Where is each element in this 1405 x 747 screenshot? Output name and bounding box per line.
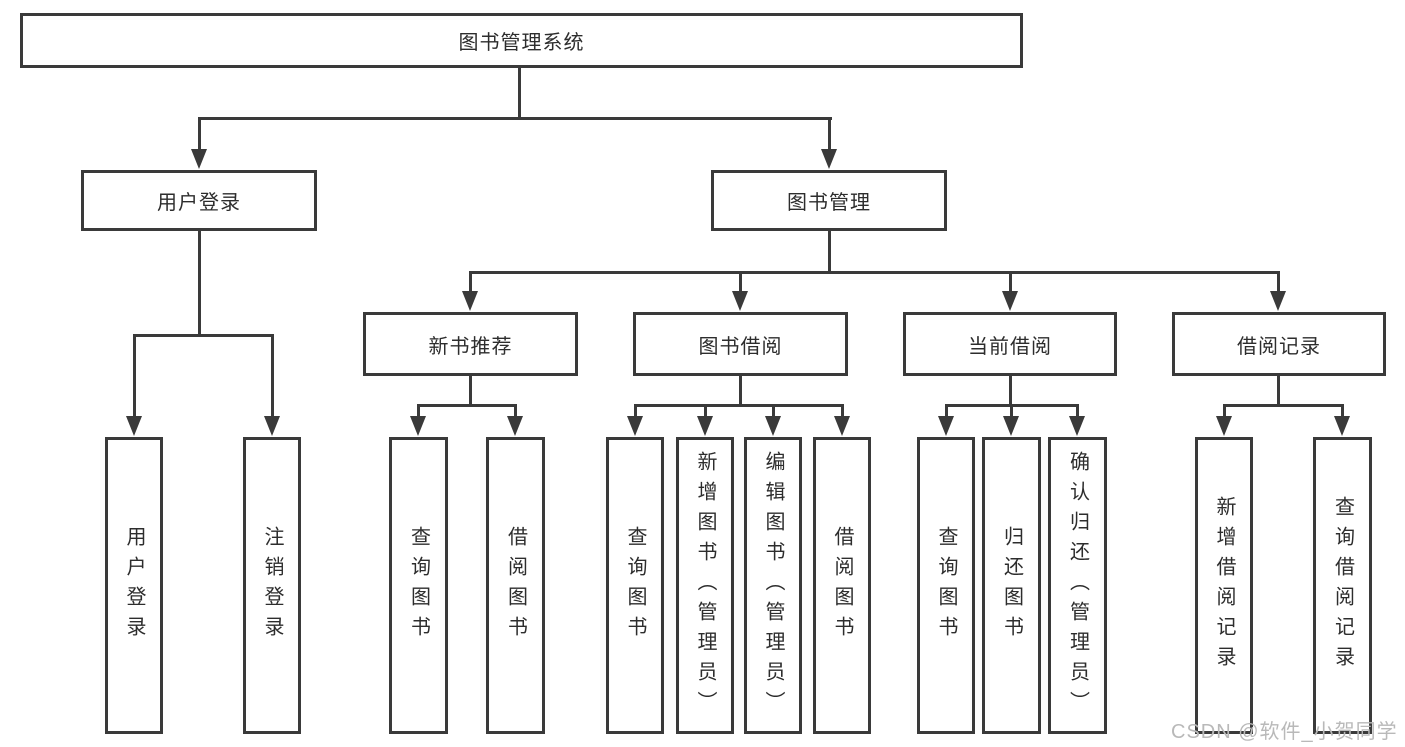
- edge-root-descender: [518, 67, 521, 119]
- leaf-return-book: 归还图书: [982, 437, 1041, 734]
- leaf-query-books: 查询图书: [389, 437, 448, 734]
- arrowhead-book-management: [821, 149, 837, 169]
- node-new-book-recommend: 新书推荐: [363, 312, 578, 376]
- node-user-login: 用户登录: [81, 170, 317, 231]
- arrowhead-records: [1270, 291, 1286, 311]
- arrowhead-borrowing: [732, 291, 748, 311]
- arrowhead-bor-leaf4: [834, 416, 850, 436]
- edge-drop-current: [1009, 271, 1012, 293]
- leaf-add-borrow-record: 新增借阅记录: [1195, 437, 1253, 734]
- leaf-query-books-2: 查询图书: [606, 437, 664, 734]
- arrowhead-leaf-logout: [264, 416, 280, 436]
- edge-recommend-descender: [469, 374, 472, 407]
- edge-drop-leaf-user-login: [133, 334, 136, 418]
- arrowhead-user-login: [191, 149, 207, 169]
- edge-drop-rec-leaf1: [417, 404, 420, 419]
- edge-drop-recd-leaf1: [1223, 404, 1226, 419]
- leaf-user-login: 用户登录: [105, 437, 163, 734]
- edge-level2-bus: [198, 117, 832, 120]
- leaf-borrow-books: 借阅图书: [486, 437, 545, 734]
- edge-drop-bor-leaf3: [772, 404, 775, 419]
- edge-records-bus: [1223, 404, 1344, 407]
- arrowhead-current: [1002, 291, 1018, 311]
- arrowhead-cur-leaf1: [938, 416, 954, 436]
- leaf-query-borrow-record: 查询借阅记录: [1313, 437, 1372, 734]
- arrowhead-bor-leaf3: [765, 416, 781, 436]
- arrowhead-recd-leaf1: [1216, 416, 1232, 436]
- edge-drop-recommend: [469, 271, 472, 293]
- leaf-add-book-admin: 新增图书（管理员）: [676, 437, 734, 734]
- arrowhead-recd-leaf2: [1334, 416, 1350, 436]
- edge-drop-rec-leaf2: [514, 404, 517, 419]
- edge-drop-borrowing: [739, 271, 742, 293]
- edge-drop-cur-leaf1: [945, 404, 948, 419]
- arrowhead-rec-leaf2: [507, 416, 523, 436]
- csdn-watermark: CSDN @软件_小贺同学: [1171, 721, 1398, 743]
- edge-drop-cur-leaf3: [1076, 404, 1079, 419]
- node-borrowing-records: 借阅记录: [1172, 312, 1386, 376]
- node-book-management: 图书管理: [711, 170, 947, 231]
- node-root-library-system: 图书管理系统: [20, 13, 1023, 68]
- arrowhead-bor-leaf2: [697, 416, 713, 436]
- edge-borrowing-descender: [739, 374, 742, 407]
- edge-drop-bor-leaf1: [634, 404, 637, 419]
- edge-drop-book-management: [828, 117, 831, 151]
- leaf-logout: 注销登录: [243, 437, 301, 734]
- edge-drop-bor-leaf2: [704, 404, 707, 419]
- node-current-borrowing: 当前借阅: [903, 312, 1117, 376]
- arrowhead-recommend: [462, 291, 478, 311]
- edge-level3-bus: [469, 271, 1280, 274]
- edge-drop-recd-leaf2: [1341, 404, 1344, 419]
- edge-drop-user-login: [198, 117, 201, 151]
- edge-book-management-descender: [828, 229, 831, 274]
- edge-recommend-bus: [417, 404, 517, 407]
- leaf-query-books-3: 查询图书: [917, 437, 975, 734]
- edge-drop-leaf-logout: [271, 334, 274, 418]
- arrowhead-bor-leaf1: [627, 416, 643, 436]
- edge-current-descender: [1009, 374, 1012, 407]
- arrowhead-rec-leaf1: [410, 416, 426, 436]
- leaf-confirm-return-admin: 确认归还（管理员）: [1048, 437, 1107, 734]
- edge-borrowing-bus: [634, 404, 844, 407]
- edge-drop-records: [1277, 271, 1280, 293]
- edge-records-descender: [1277, 374, 1280, 407]
- edge-drop-bor-leaf4: [841, 404, 844, 419]
- edge-user-login-descender: [198, 229, 201, 336]
- arrowhead-cur-leaf2: [1003, 416, 1019, 436]
- edge-login-bus: [133, 334, 274, 337]
- leaf-borrow-books-2: 借阅图书: [813, 437, 871, 734]
- leaf-edit-book-admin: 编辑图书（管理员）: [744, 437, 802, 734]
- node-book-borrowing: 图书借阅: [633, 312, 848, 376]
- edge-drop-cur-leaf2: [1010, 404, 1013, 419]
- arrowhead-leaf-user-login: [126, 416, 142, 436]
- arrowhead-cur-leaf3: [1069, 416, 1085, 436]
